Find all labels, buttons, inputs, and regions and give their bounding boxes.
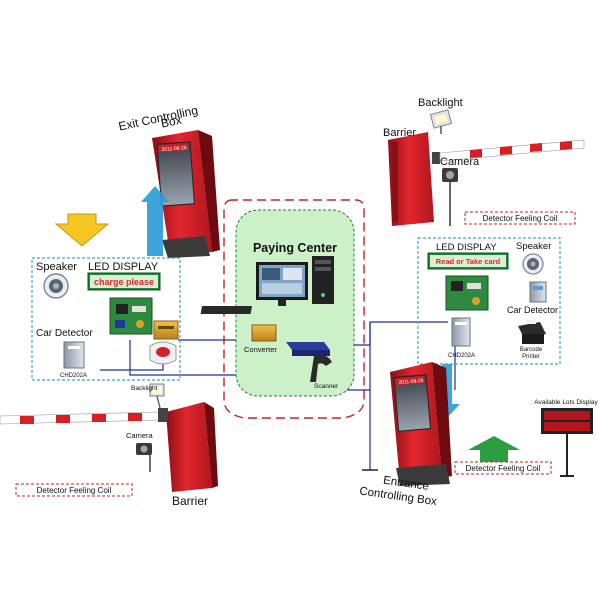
speaker-icon bbox=[43, 273, 69, 299]
barrier-bottom-label: Barrier bbox=[172, 494, 208, 508]
available-lots-label: Available Lots Display bbox=[534, 399, 598, 406]
barrier-arm-top bbox=[439, 139, 585, 162]
barcode-printer-label-2: Printer bbox=[522, 354, 540, 360]
detector-bottom-left-label: Detector Feeling Coil bbox=[37, 486, 112, 495]
scanner-label: Scanner bbox=[314, 383, 339, 390]
led-display-right-label: LED DISPLAY bbox=[436, 242, 497, 253]
car-detector-left-label: Car Detector bbox=[36, 328, 93, 339]
car-detector-icon bbox=[529, 281, 547, 303]
paying-center-zone bbox=[235, 209, 355, 397]
circuit-board-icon bbox=[109, 297, 153, 335]
available-lots-display bbox=[541, 408, 593, 477]
speaker-right-label: Speaker bbox=[516, 241, 551, 252]
barcode-printer-icon bbox=[518, 320, 546, 344]
exit-box-label-1: Exit Controlling bbox=[117, 103, 199, 133]
backlight-top-label: Backlight bbox=[418, 97, 463, 109]
pc-tower-icon bbox=[312, 256, 334, 304]
camera-icon bbox=[442, 168, 458, 226]
yellow-arrow-down-icon bbox=[54, 213, 110, 247]
detector-top-label: Detector Feeling Coil bbox=[483, 214, 558, 223]
chd-left-label: CHD202A bbox=[60, 373, 87, 379]
car-detector-right-label: Car Detector bbox=[507, 305, 558, 315]
blue-arrow-up-icon bbox=[141, 186, 169, 256]
loop-detector-icon bbox=[451, 317, 471, 347]
camera-top-label: Camera bbox=[440, 156, 480, 168]
loop-detector-icon bbox=[63, 341, 85, 369]
chd-right-label: CHD202A bbox=[448, 353, 475, 359]
converter-icon bbox=[251, 324, 277, 342]
top-barrier bbox=[388, 132, 585, 226]
backlight-bottom-label: Backlight bbox=[131, 385, 158, 392]
keyboard-icon bbox=[200, 306, 253, 314]
exit-box-label-2: Box bbox=[160, 113, 183, 131]
entrance-controlling-box: 2011-08-26 bbox=[390, 362, 452, 486]
backlight-icon bbox=[149, 383, 165, 409]
scanner-icon bbox=[310, 354, 332, 382]
led-display-right-message: Read or Take card bbox=[436, 257, 501, 266]
circuit-board-icon bbox=[445, 275, 489, 311]
camera-bottom-label: Camera bbox=[126, 431, 154, 440]
exit-screen-date: 2011-08-26 bbox=[161, 145, 187, 153]
led-display-left-label: LED DISPLAY bbox=[88, 261, 159, 273]
detector-top-box bbox=[464, 211, 576, 225]
speaker-icon bbox=[522, 253, 544, 275]
paying-center-title: Paying Center bbox=[253, 241, 337, 255]
exit-controlling-box: 2011-08-26 bbox=[152, 130, 220, 258]
monitor-icon bbox=[256, 262, 308, 306]
controller-box-icon bbox=[153, 320, 179, 340]
led-display-left-message: charge please bbox=[94, 277, 154, 287]
backlight-icon bbox=[429, 109, 453, 134]
barcode-printer-label-1: Barcode bbox=[520, 347, 543, 353]
barrier-top-label: Barrier bbox=[383, 127, 416, 139]
detector-bottom-right-label: Detector Feeling Coil bbox=[466, 464, 541, 473]
barrier-arm-bottom bbox=[0, 411, 161, 425]
camera-icon bbox=[136, 443, 152, 472]
converter-label: Converter bbox=[244, 345, 277, 354]
network-switch-icon bbox=[286, 342, 330, 356]
detector-bottom-left-box bbox=[15, 483, 133, 497]
right-equipment-panel bbox=[417, 237, 561, 365]
card-reader-icon bbox=[149, 341, 177, 365]
entrance-screen-date: 2011-08-26 bbox=[398, 378, 424, 386]
green-arrow-up-icon bbox=[468, 436, 520, 462]
bottom-barrier bbox=[0, 402, 218, 492]
detector-bottom-right-box bbox=[454, 461, 552, 475]
speaker-left-label: Speaker bbox=[36, 261, 77, 273]
